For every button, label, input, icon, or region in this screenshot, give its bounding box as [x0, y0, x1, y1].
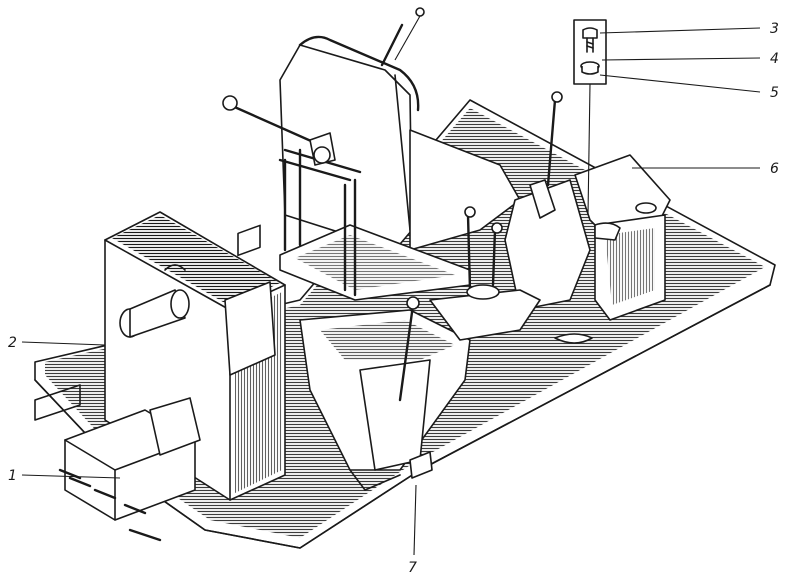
callout-labels: 1 2 3 4 5 6 7 [8, 21, 779, 576]
callout-5: 5 [770, 85, 779, 101]
callout-leaders [21, 27, 761, 556]
callout-1: 1 [8, 468, 17, 484]
joystick-console [398, 91, 591, 402]
terminal-block [34, 384, 201, 542]
callout-4: 4 [770, 51, 779, 67]
callout-7: 7 [408, 560, 417, 576]
fastener-detail-inset [573, 19, 607, 216]
pedal-bracket [574, 154, 671, 321]
callout-6: 6 [770, 161, 779, 177]
callout-2: 2 [8, 335, 17, 351]
operator-seat [222, 7, 521, 301]
control-console [299, 309, 471, 491]
callout-3: 3 [770, 21, 779, 37]
